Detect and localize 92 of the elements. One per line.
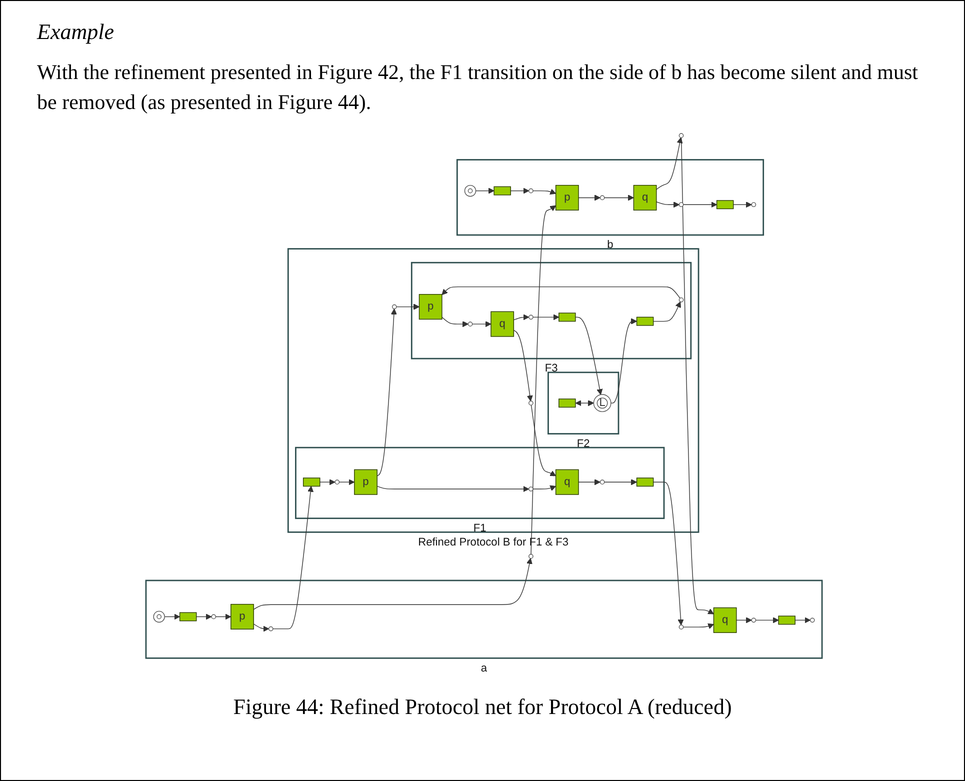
arrow [736, 618, 752, 624]
arrow [754, 618, 778, 624]
node-label: F1 [472, 522, 486, 535]
arrow [164, 614, 180, 620]
node-box [716, 200, 734, 210]
arrow [272, 486, 314, 630]
node-circle [750, 618, 756, 623]
arrow [652, 482, 684, 626]
arrow [376, 486, 529, 492]
node-circle [678, 625, 684, 630]
cluster [294, 447, 664, 520]
arrow [656, 138, 682, 190]
arrow [252, 558, 532, 610]
arrow [682, 624, 714, 630]
cluster [547, 372, 619, 435]
arrow [512, 330, 532, 402]
node-circle [334, 480, 340, 485]
arrow [578, 195, 600, 202]
arrow [532, 189, 556, 195]
node-circle [678, 298, 684, 303]
node-box [558, 398, 576, 408]
cluster [410, 262, 692, 360]
arrow [532, 314, 559, 321]
node-box [178, 612, 196, 622]
arrow [474, 188, 494, 194]
arrow [376, 308, 396, 477]
arrow [441, 286, 680, 299]
node-box: p [230, 604, 254, 630]
arrow [574, 400, 594, 406]
node-circle: L [592, 394, 611, 412]
node-label: a [480, 662, 487, 674]
node-circle [210, 614, 216, 620]
arrow [610, 318, 637, 404]
cluster [144, 580, 822, 660]
node-box: q [712, 608, 736, 634]
node-box: q [490, 312, 514, 338]
node-circle [528, 486, 533, 492]
arrow [532, 486, 556, 492]
node-circle [391, 304, 396, 310]
node-box [493, 186, 510, 196]
node-circle [528, 554, 533, 560]
node-circle [599, 196, 604, 201]
heading: Example [37, 19, 114, 45]
node-dot-circle [464, 185, 476, 198]
arrow [319, 479, 335, 486]
node-label: F2 [576, 438, 590, 450]
node-circle [528, 315, 533, 320]
node-box [302, 478, 320, 487]
arrow [338, 479, 354, 486]
node-box: p [354, 470, 377, 496]
arrow [214, 614, 231, 620]
node-circle [599, 480, 604, 485]
node-circle [750, 202, 756, 208]
node-circle [268, 626, 273, 632]
arrow [510, 188, 529, 194]
node-box [636, 317, 654, 326]
arrow [252, 624, 269, 632]
arrow [732, 202, 752, 208]
node-circle [528, 401, 533, 406]
cluster [286, 248, 699, 534]
arrow [656, 202, 679, 208]
node-box: q [554, 470, 578, 496]
node-circle [678, 202, 684, 208]
arrow [794, 618, 810, 624]
cluster [456, 159, 764, 236]
node-label: F3 [544, 363, 558, 375]
arrow [471, 321, 491, 328]
node-dot-circle [152, 611, 164, 623]
arrow [604, 479, 637, 486]
figure-caption: Figure 44: Refined Protocol net for Protocol A (reduced) [232, 694, 733, 720]
node-box: q [632, 185, 656, 211]
arrow [530, 206, 556, 555]
node-box: p [554, 185, 578, 211]
arrow [574, 317, 602, 396]
arrow [441, 317, 468, 328]
node-box: p [418, 294, 442, 320]
arrow [512, 314, 529, 321]
arrow [652, 302, 680, 322]
node-circle [467, 322, 472, 327]
arrow [604, 195, 634, 202]
node-box [778, 616, 795, 626]
node-box [636, 478, 654, 487]
node-circle [678, 134, 684, 138]
arrow [578, 479, 600, 486]
node-circle [809, 618, 814, 623]
arrow [196, 614, 212, 620]
node-circle [528, 188, 533, 194]
paragraph: With the refinement presented in Figure 42, the F1 transition on the side of b has become silent and must be removed (as presented in Figure 44). [37, 59, 919, 116]
node-box [558, 313, 576, 322]
arrow [530, 405, 556, 477]
arrow [396, 304, 419, 310]
arrow [682, 202, 717, 208]
